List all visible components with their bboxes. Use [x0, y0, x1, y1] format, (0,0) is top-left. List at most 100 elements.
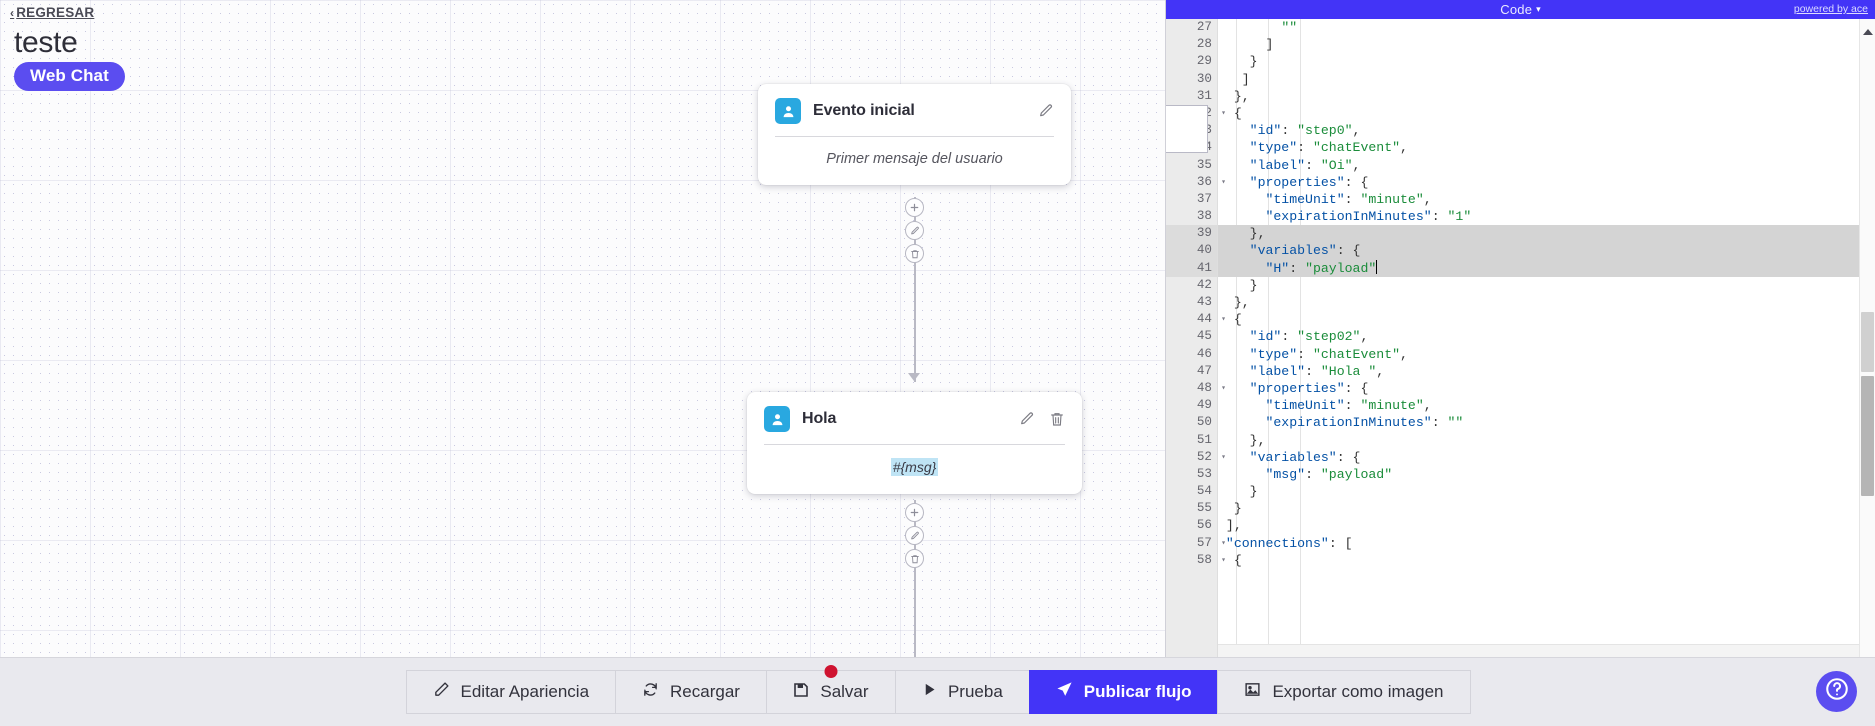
gutter-line-number[interactable]: 52▾	[1166, 449, 1226, 466]
code-line[interactable]: "variables": {	[1218, 242, 1859, 260]
code-line[interactable]: "expirationInMinutes": "1"	[1265, 209, 1472, 225]
gutter-line-number[interactable]: 49	[1196, 398, 1212, 413]
connector-buttons-1[interactable]	[905, 198, 924, 263]
code-line[interactable]: },	[1218, 88, 1250, 104]
code-line[interactable]: "connections": [	[1225, 535, 1353, 551]
fold-toggle-icon[interactable]: ▾	[1221, 538, 1226, 548]
code-line[interactable]: ""	[1281, 20, 1298, 35]
scroll-up-icon[interactable]	[1863, 29, 1873, 35]
gutter-line-number[interactable]: 56	[1196, 518, 1212, 533]
code-line[interactable]: "expirationInMinutes": ""	[1265, 415, 1464, 431]
code-line[interactable]: },	[1218, 432, 1266, 448]
code-line[interactable]: "type": "chatEvent",	[1249, 140, 1408, 156]
edit-icon[interactable]	[1038, 103, 1054, 119]
scrollbar-thumb-upper[interactable]	[1861, 312, 1874, 372]
code-line[interactable]: "id": "step02",	[1249, 329, 1369, 345]
gutter-line-number[interactable]: 55	[1196, 501, 1212, 516]
delete-icon[interactable]	[905, 549, 924, 568]
gutter-line-number[interactable]: 42	[1196, 277, 1212, 292]
code-fold-popup[interactable]: ❯	[1166, 105, 1208, 153]
fold-toggle-icon[interactable]: ▾	[1221, 315, 1226, 325]
code-line[interactable]: }	[1218, 484, 1258, 500]
fold-toggle-icon[interactable]: ▾	[1221, 383, 1226, 393]
code-line[interactable]: "timeUnit": "minute",	[1265, 191, 1432, 207]
gutter-line-number[interactable]: 50	[1196, 415, 1212, 430]
code-horizontal-scrollbar[interactable]	[1218, 644, 1859, 657]
code-line[interactable]: ]	[1218, 37, 1274, 53]
code-line[interactable]: },	[1218, 295, 1250, 310]
edit-icon[interactable]	[1019, 411, 1035, 427]
gutter-line-number[interactable]: 53	[1196, 466, 1212, 481]
powered-by-link[interactable]: powered by ace	[1793, 3, 1868, 15]
code-line[interactable]: {	[1218, 552, 1242, 568]
fold-toggle-icon[interactable]: ▾	[1221, 452, 1226, 462]
edit-icon[interactable]	[905, 221, 924, 240]
back-link[interactable]: ‹ REGRESAR	[10, 5, 94, 20]
gutter-line-number[interactable]: 48▾	[1166, 380, 1226, 397]
code-line[interactable]: "properties": {	[1249, 174, 1369, 190]
code-line[interactable]: },	[1218, 225, 1859, 243]
gutter-line-number[interactable]: 36▾	[1166, 174, 1226, 191]
code-editor-area[interactable]: 272829303132▾33343536▾37383940▾41424344▾…	[1166, 19, 1875, 657]
gutter-line-number[interactable]: 27	[1196, 20, 1212, 34]
code-editor-title[interactable]: Code	[1500, 2, 1533, 17]
code-line[interactable]: "msg": "payload"	[1265, 466, 1393, 482]
code-line[interactable]: "variables": {	[1249, 449, 1361, 465]
code-line[interactable]: }	[1218, 501, 1242, 517]
code-vertical-scrollbar[interactable]	[1859, 19, 1875, 657]
gutter-line-number[interactable]: 51	[1196, 432, 1212, 447]
save-button[interactable]: Salvar	[765, 665, 896, 714]
gutter-line-number[interactable]: 37	[1196, 191, 1212, 206]
code-line[interactable]: }	[1218, 277, 1258, 293]
gutter-line-number[interactable]: 38	[1196, 209, 1212, 224]
edit-icon[interactable]	[905, 526, 924, 545]
code-line[interactable]: {	[1218, 105, 1242, 121]
gutter-line-number[interactable]: 39	[1166, 225, 1217, 243]
reload-button[interactable]: Recargar	[615, 670, 767, 714]
code-line[interactable]: "H": "payload"	[1218, 259, 1859, 277]
gutter-line-number[interactable]: 40▾	[1166, 242, 1226, 260]
code-line[interactable]: "timeUnit": "minute",	[1265, 398, 1432, 414]
chevron-down-icon[interactable]: ▾	[1536, 4, 1541, 14]
edit-appearance-button[interactable]: Editar Apariencia	[405, 670, 617, 714]
fold-toggle-icon[interactable]: ▾	[1221, 177, 1226, 187]
code-line[interactable]: "label": "Oi",	[1249, 157, 1361, 173]
gutter-line-number[interactable]: 35	[1196, 157, 1212, 172]
gutter-line-number[interactable]: 46	[1196, 346, 1212, 361]
code-content[interactable]: "" ] } ] }, { "id": "step0", "type": "ch…	[1218, 19, 1859, 657]
code-editor-panel[interactable]: Code ▾ powered by ace 272829303132▾33343…	[1165, 0, 1875, 657]
code-line[interactable]: }	[1218, 54, 1258, 70]
gutter-line-number[interactable]: 28	[1196, 37, 1212, 52]
gutter-line-number[interactable]: 45	[1196, 329, 1212, 344]
gutter-line-number[interactable]: 44▾	[1166, 311, 1226, 328]
code-line[interactable]: ]	[1218, 71, 1250, 87]
help-button[interactable]	[1816, 671, 1857, 712]
delete-icon[interactable]	[1049, 411, 1065, 427]
code-line[interactable]: "properties": {	[1249, 380, 1369, 396]
gutter-line-number[interactable]: 41	[1166, 259, 1217, 277]
gutter-line-number[interactable]: 31	[1196, 88, 1212, 103]
fold-toggle-icon[interactable]: ▾	[1221, 108, 1226, 118]
code-line[interactable]: "label": "Hola ",	[1249, 363, 1385, 379]
connector-buttons-2[interactable]	[905, 503, 924, 568]
code-line[interactable]: {	[1218, 312, 1242, 328]
code-line[interactable]: "id": "step0",	[1249, 123, 1361, 139]
gutter-line-number[interactable]: 47	[1196, 363, 1212, 378]
gutter-line-number[interactable]: 29	[1196, 54, 1212, 69]
gutter-line-number[interactable]: 54	[1196, 484, 1212, 499]
publish-flow-button[interactable]: Publicar flujo	[1028, 670, 1219, 714]
gutter-line-number[interactable]: 30	[1196, 71, 1212, 86]
fold-toggle-icon[interactable]: ▾	[1221, 555, 1226, 565]
export-image-button[interactable]: Exportar como imagen	[1217, 670, 1471, 714]
code-line[interactable]: ],	[1218, 518, 1242, 534]
scrollbar-thumb[interactable]	[1861, 376, 1874, 496]
add-icon[interactable]	[905, 198, 924, 217]
delete-icon[interactable]	[905, 244, 924, 263]
flow-node-evento-inicial[interactable]: Evento inicial Primer mensaje del usuari…	[758, 84, 1071, 185]
flow-node-hola[interactable]: Hola #{msg}	[747, 392, 1082, 494]
code-line[interactable]: "type": "chatEvent",	[1249, 346, 1408, 362]
test-button[interactable]: Prueba	[894, 670, 1030, 714]
flow-canvas[interactable]: ‹ REGRESAR teste Web Chat Evento inicial…	[0, 0, 1165, 657]
gutter-line-number[interactable]: 43	[1196, 295, 1212, 309]
gutter-line-number[interactable]: 57▾	[1166, 535, 1226, 552]
